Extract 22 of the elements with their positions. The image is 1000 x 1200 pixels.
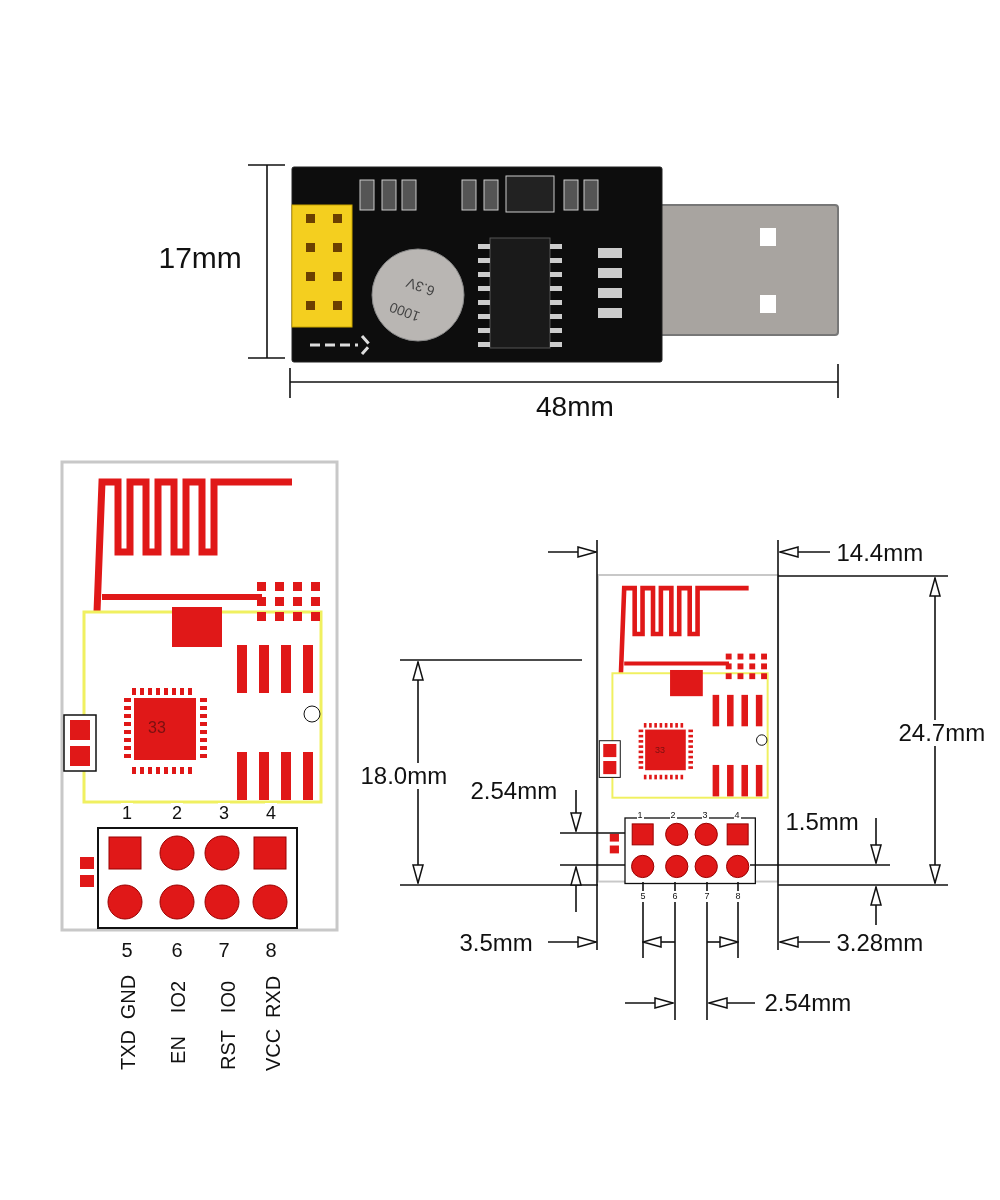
pin-number: 3 [701, 809, 709, 821]
pin-name: TXD [118, 1030, 138, 1070]
chip-marking: 33 [148, 720, 166, 736]
dimension-label: 18.0mm [359, 763, 449, 789]
pin-name: GND [118, 974, 139, 1020]
pin-number: 8 [734, 890, 742, 902]
chip-marking: 33 [655, 745, 665, 755]
capacitor-marking: 1000 [387, 300, 422, 324]
pin-name: IO2 [168, 980, 189, 1014]
capacitor-marking: 6.3V [403, 275, 436, 299]
pin-name: VCC [263, 1028, 284, 1072]
pin-number: 7 [703, 890, 711, 902]
pin-name: IO0 [218, 980, 239, 1014]
pin-number: 4 [733, 809, 741, 821]
pin-number: 2 [669, 809, 677, 821]
pin-name: RST [218, 1030, 238, 1070]
pin-number: 5 [639, 890, 647, 902]
pin-number: 6 [671, 890, 679, 902]
pin-name: RXD [263, 975, 284, 1019]
pin-name: EN [167, 1036, 188, 1064]
dimension-label: 24.7mm [897, 720, 987, 746]
pin-number: 1 [636, 809, 644, 821]
